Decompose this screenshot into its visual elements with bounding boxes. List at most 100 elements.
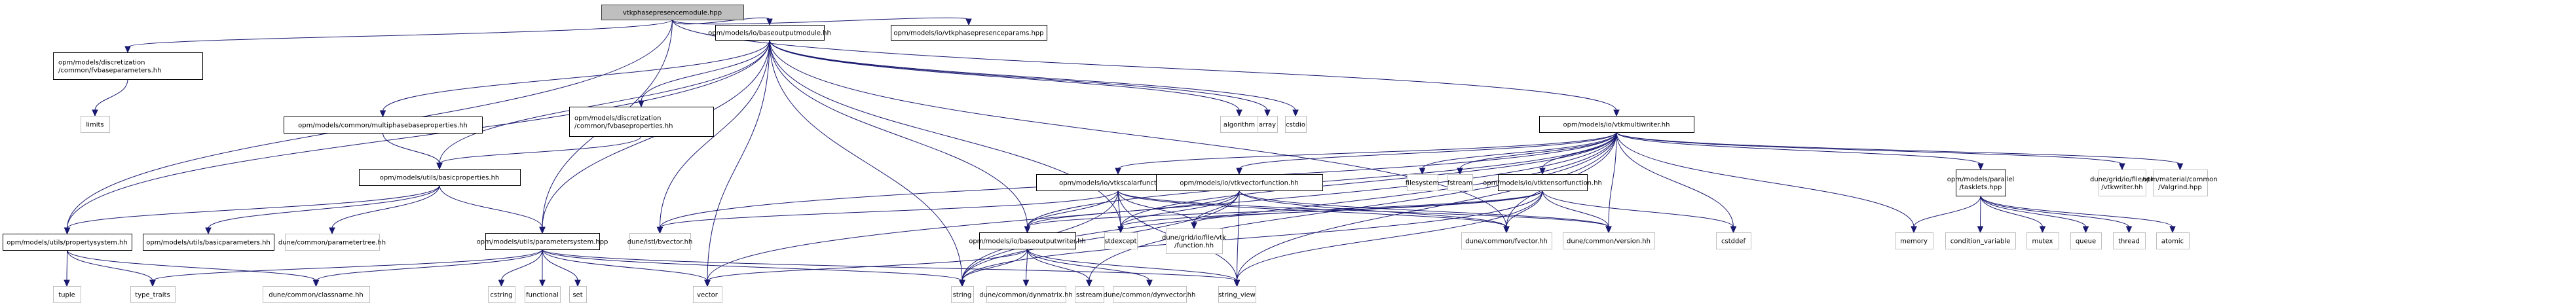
- edge-parametersystem-to-type_traits: [152, 249, 543, 281]
- edge-vtkmultiwriter-to-string: [961, 132, 1617, 281]
- node-multiphasebaseproperties[interactable]: opm/models/common/multiphasebaseproperti…: [284, 117, 483, 134]
- edge-parametersystem-to-cstring: [501, 249, 543, 281]
- edge-vtkmultiwriter-to-vector: [707, 132, 1617, 281]
- node-propertysystem[interactable]: opm/models/utils/propertysystem.hh: [3, 234, 132, 251]
- arrowhead-icon: [64, 280, 70, 287]
- node-label: atomic: [2161, 238, 2184, 245]
- node-baseoutputwriter[interactable]: opm/models/io/baseoutputwriter.hh: [969, 232, 1086, 249]
- node-label: cstring: [490, 292, 512, 299]
- node-fvbaseproperties[interactable]: opm/models/discretization/common/fvbasep…: [569, 107, 714, 137]
- edge-tasklets-to-atomic: [1980, 195, 2173, 228]
- edge-baseoutputwriter-to-string_view: [1027, 248, 1237, 281]
- node-box: [1895, 232, 1933, 249]
- node-baseoutputmodule[interactable]: opm/models/io/baseoutputmodule.hh: [708, 25, 831, 41]
- arrowhead-icon: [1419, 168, 1426, 175]
- node-box: [81, 116, 110, 133]
- arrowhead-icon: [959, 280, 965, 287]
- arrowhead-icon: [2169, 226, 2176, 234]
- node-box: [1075, 286, 1104, 303]
- arrowhead-icon: [1605, 226, 1612, 234]
- arrowhead-icon: [1730, 226, 1737, 234]
- node-box: [1945, 232, 2016, 249]
- node-label: opm/models/utils/parametersystem.hpp: [477, 239, 608, 246]
- edge-tasklets-to-mutex: [1980, 195, 2043, 228]
- arrowhead-icon: [498, 280, 505, 287]
- edge-root-to-vtkphasepresenceparams: [672, 17, 969, 25]
- edge-vtkmultiwriter-to-string_view: [1237, 132, 1617, 281]
- node-fstream: fstream: [1447, 174, 1473, 191]
- node-basicproperties[interactable]: opm/models/utils/basicproperties.hh: [359, 169, 521, 186]
- node-box: [1220, 116, 1259, 133]
- edge-vtkmultiwriter-to-filesystem: [1422, 132, 1617, 170]
- arrowhead-icon: [1911, 226, 1917, 234]
- edge-basicproperties-to-parametersystem: [439, 185, 543, 228]
- arrowhead-icon: [92, 109, 98, 117]
- edge-parametersystem-to-string_view: [542, 249, 1237, 281]
- arrowhead-icon: [379, 110, 386, 118]
- edge-baseoutputwriter-to-vector: [707, 248, 1028, 281]
- edge-baseoutputmodule-to-string: [769, 39, 963, 281]
- arrowhead-icon: [704, 280, 711, 287]
- node-parametertree: dune/common/parametertree.hh: [278, 234, 386, 251]
- arrowhead-icon: [1613, 109, 1620, 117]
- node-box: [2153, 170, 2208, 196]
- node-label: /common/fvbaseproperties.hh: [574, 123, 673, 130]
- node-label: string: [953, 292, 972, 299]
- node-vtktensorfunction[interactable]: opm/models/io/vtktensorfunction.hh: [1483, 174, 1602, 191]
- node-basicparameters[interactable]: opm/models/utils/basicparameters.hh: [143, 234, 274, 251]
- node-box: [569, 286, 587, 303]
- node-box: [629, 233, 691, 250]
- node-queue: queue: [2070, 232, 2102, 249]
- node-root[interactable]: vtkphasepresencemodule.hpp: [601, 5, 744, 20]
- edge-parametersystem-to-string: [542, 249, 963, 281]
- node-sstream: sstream: [1075, 286, 1104, 303]
- arrowhead-icon: [656, 226, 663, 234]
- node-box: [525, 286, 561, 303]
- node-label: dune/grid/io/file/vtk: [2090, 176, 2154, 183]
- node-label: opm/models/io/baseoutputmodule.hh: [708, 30, 831, 37]
- node-label: dune/common/version.hh: [1567, 238, 1651, 245]
- node-algorithm: algorithm: [1220, 116, 1259, 133]
- edge-vtktensorfunction-to-baseoutputwriter: [1027, 190, 1543, 228]
- node-classname: dune/common/classname.hh: [263, 286, 370, 303]
- node-label: limits: [86, 122, 103, 129]
- edge-baseoutputmodule-to-bvector: [660, 39, 770, 228]
- edge-parametersystem-to-vector: [542, 249, 708, 281]
- node-box: [53, 286, 81, 303]
- node-label: stdexcept: [1104, 238, 1136, 245]
- node-label: opm/models/discretization: [574, 115, 661, 122]
- edge-basicproperties-to-parametertree: [331, 185, 440, 229]
- node-label: dune/grid/io/file/vtk: [1162, 234, 1226, 242]
- node-box: [2156, 232, 2190, 249]
- node-vtkphasepresenceparams[interactable]: opm/models/io/vtkphasepresenceparams.hpp: [891, 25, 1047, 41]
- edge-root-to-baseoutputmodule: [672, 17, 770, 25]
- node-box: [359, 169, 521, 186]
- node-box: [488, 286, 515, 303]
- nodes-layer: vtkphasepresencemodule.hpp opm/models/dis…: [3, 5, 2218, 303]
- edge-vtkvectorfunction-to-baseoutputwriter: [1027, 190, 1240, 228]
- arrowhead-icon: [1264, 109, 1271, 117]
- node-vtkvectorfunction[interactable]: opm/models/io/vtkvectorfunction.hh: [1156, 174, 1323, 191]
- node-box: [2070, 232, 2102, 249]
- node-box: [1166, 228, 1223, 254]
- edge-vtkmultiwriter-to-memory: [1616, 132, 1914, 228]
- arrowhead-icon: [1086, 280, 1092, 287]
- node-label: /function.hh: [1174, 242, 1214, 249]
- node-label: queue: [2076, 238, 2096, 245]
- node-box: [485, 233, 600, 250]
- node-cstdio: cstdio: [1285, 116, 1307, 133]
- node-tasklets[interactable]: opm/models/parallel/tasklets.hpp: [1947, 170, 2015, 196]
- node-label: /tasklets.hpp: [1960, 184, 2002, 191]
- arrowhead-icon: [965, 18, 972, 26]
- edge-baseoutputmodule-to-baseoutputwriter: [769, 39, 1028, 228]
- arrowhead-icon: [1024, 226, 1031, 234]
- edge-vtkvectorfunction-to-string_view: [1237, 190, 1240, 281]
- node-parametersystem[interactable]: opm/models/utils/parametersystem.hpp: [477, 233, 608, 250]
- node-label: dune/common/fvector.hh: [1465, 238, 1548, 245]
- node-fvbaseparameters[interactable]: opm/models/discretization/common/fvbasep…: [53, 52, 203, 80]
- node-box: [143, 234, 274, 251]
- node-vtkmultiwriter[interactable]: opm/models/io/vtkmultiwriter.hh: [1539, 116, 1694, 133]
- node-dynmatrix: dune/common/dynmatrix.hh: [979, 286, 1073, 303]
- arrowhead-icon: [2176, 163, 2184, 171]
